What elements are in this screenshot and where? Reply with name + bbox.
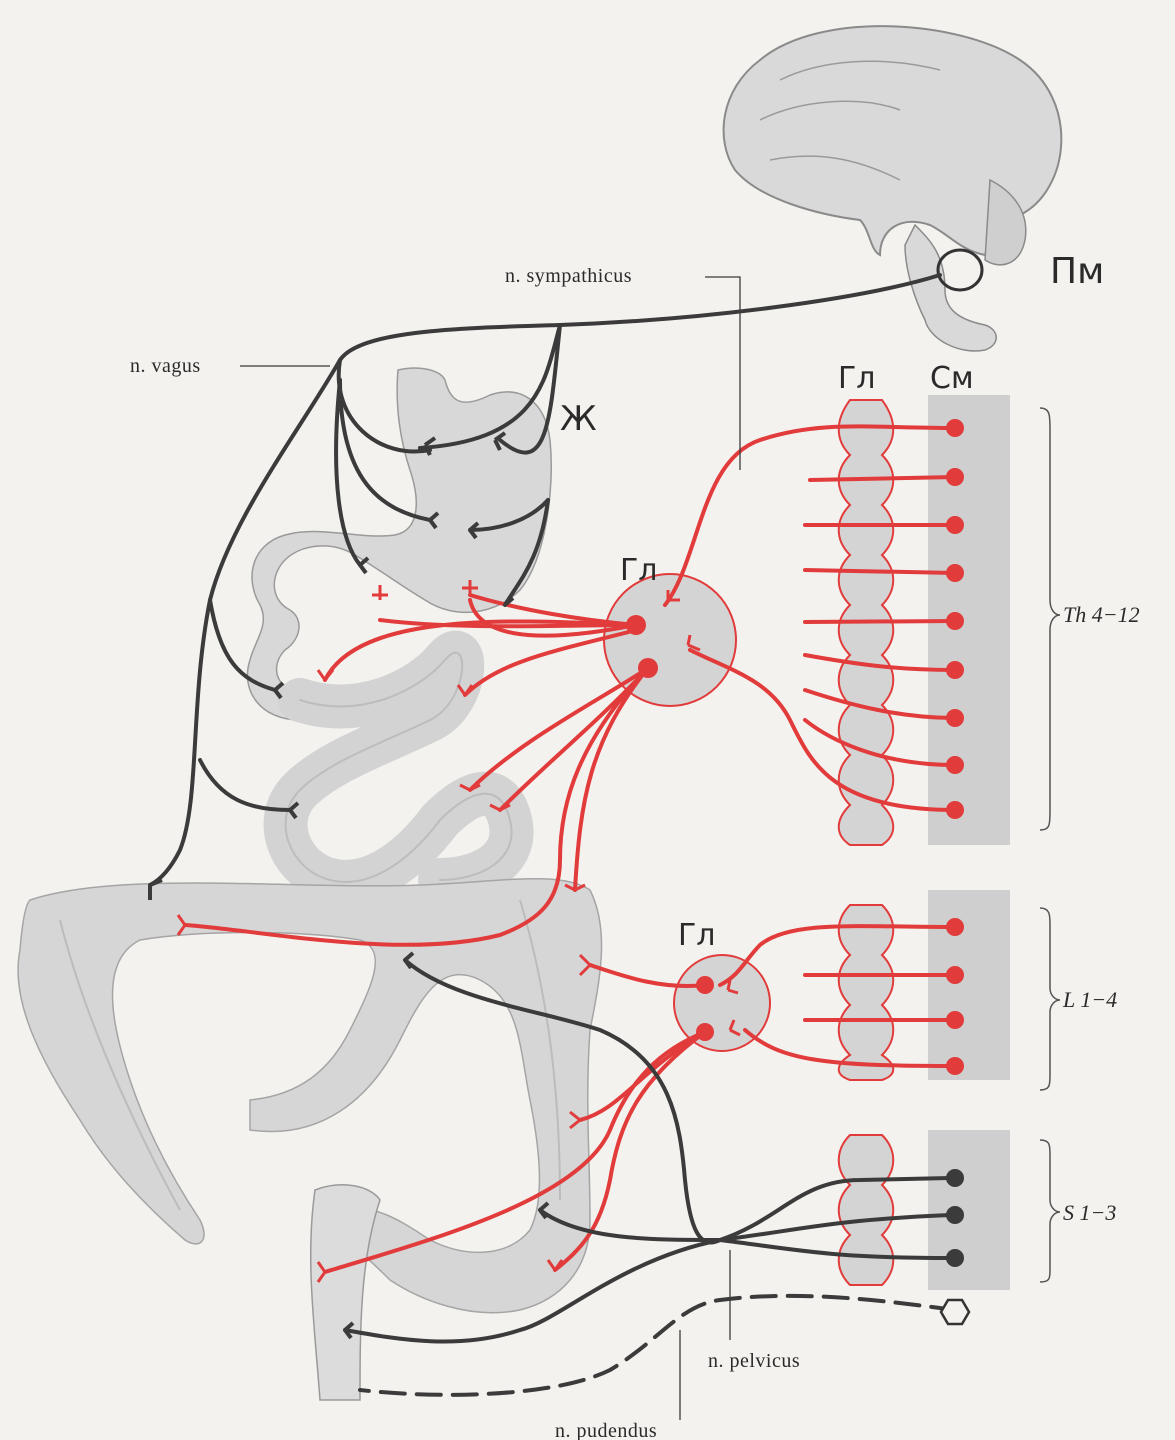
label-segment-lumbar: L 1−4 (1062, 987, 1117, 1012)
label-stomach: Ж (560, 399, 597, 439)
label-pudendus: n. pudendus (555, 1420, 657, 1440)
small-intestine (286, 653, 512, 882)
label-ganglion-lower: Гл (678, 918, 715, 953)
colon (18, 879, 601, 1313)
rectum (311, 1185, 380, 1400)
label-segment-thoracic: Th 4−12 (1063, 602, 1140, 627)
preganglionic-neurons-dark (946, 1169, 964, 1267)
segment-braces (1040, 408, 1060, 1282)
ganglion-upper (604, 574, 736, 706)
spinal-cord (928, 395, 1010, 1290)
medulla-nucleus (938, 250, 982, 290)
label-spinal-cord: См (930, 361, 974, 396)
label-segment-sacral: S 1−3 (1063, 1200, 1116, 1225)
sympathetic-chain (839, 400, 894, 1285)
label-pelvicus: n. pelvicus (708, 1350, 800, 1372)
label-ganglia-column: Гл (838, 361, 875, 396)
label-medulla: Пм (1050, 251, 1104, 292)
spinal-cord-sacral (928, 1130, 1010, 1290)
label-vagus: n. vagus (130, 355, 201, 377)
label-sympathicus: n. sympathicus (505, 265, 632, 287)
brain (724, 26, 1062, 351)
label-ganglion-upper: Гл (620, 553, 657, 588)
somatic-motor-neuron (941, 1300, 969, 1324)
spinal-cord-lumbar (928, 890, 1010, 1080)
